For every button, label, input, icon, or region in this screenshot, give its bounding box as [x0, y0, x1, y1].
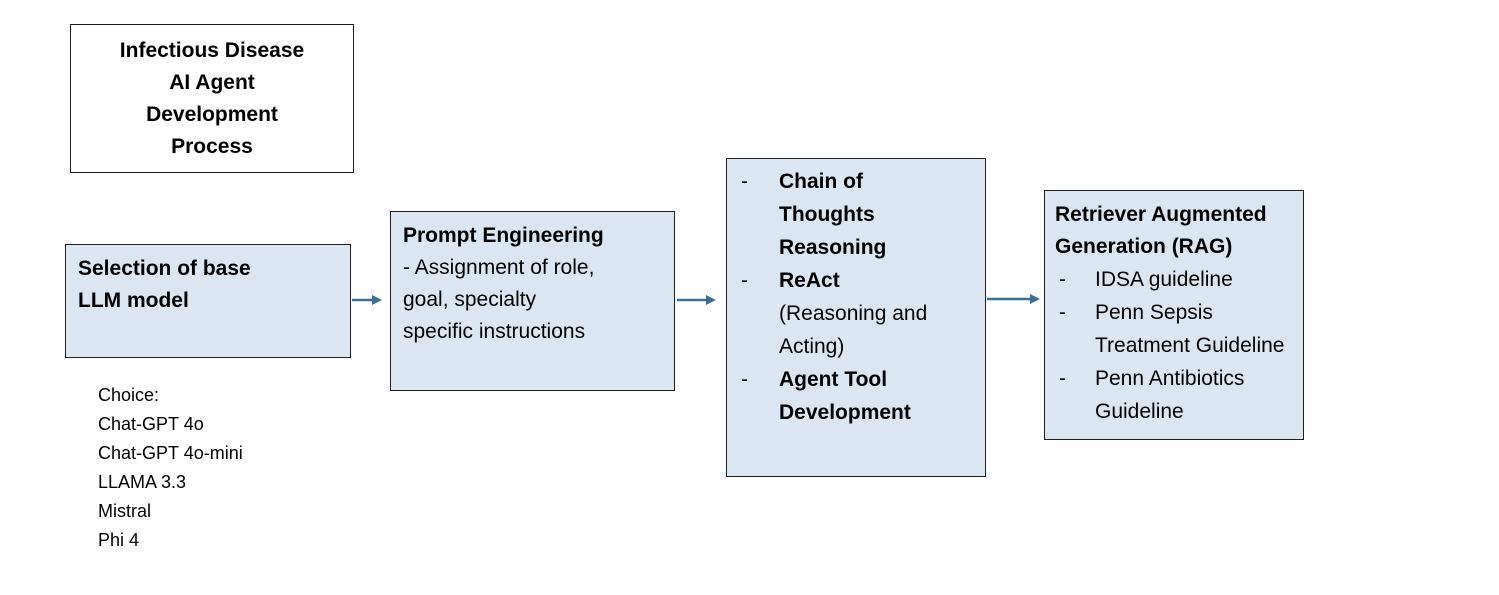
bullet-item-react: - ReAct (Reasoning and Acting): [739, 264, 973, 363]
bullet-text: Development: [779, 401, 911, 424]
bullet-item-penn-sepsis: - Penn Sepsis Treatment Guideline: [1055, 296, 1293, 362]
bullet-text: Guideline: [1095, 400, 1184, 423]
step-reasoning-box: - Chain of Thoughts Reasoning - ReAct (R…: [726, 158, 986, 477]
step-heading: Generation (RAG): [1055, 235, 1233, 258]
bullet-dash: -: [1059, 301, 1066, 324]
bullet-text: Penn Sepsis: [1095, 301, 1213, 324]
title-line: Process: [171, 134, 253, 158]
choice-item: Chat-GPT 4o: [98, 414, 204, 434]
bullet-subtext: (Reasoning and: [779, 302, 928, 325]
bullet-dash: -: [741, 269, 748, 292]
arrow-head: [706, 295, 716, 305]
bullet-text: Reasoning: [779, 236, 887, 259]
step-heading: Retriever Augmented: [1055, 203, 1267, 226]
bullet-item-agent-tool: - Agent Tool Development: [739, 363, 973, 429]
choice-item: LLAMA 3.3: [98, 472, 187, 492]
arrow-head: [1030, 294, 1040, 304]
choice-item: Mistral: [98, 501, 151, 521]
bullet-dash: -: [1059, 268, 1066, 291]
bullet-text: Chain of: [779, 170, 863, 193]
step-heading: LLM model: [78, 289, 189, 312]
step-base-model-box: Selection of base LLM model: [65, 244, 351, 358]
model-choices-list: Choice: Chat-GPT 4o Chat-GPT 4o-mini LLA…: [98, 381, 243, 555]
step-text-line: specific instructions: [403, 320, 586, 343]
bullet-item-chain-of-thoughts: - Chain of Thoughts Reasoning: [739, 165, 973, 264]
arrow-head: [372, 295, 382, 305]
bullet-subtext: Acting): [779, 335, 845, 358]
bullet-dash: -: [1059, 367, 1066, 390]
step-heading: Selection of base: [78, 257, 251, 280]
bullet-dash: -: [741, 368, 748, 391]
bullet-dash: -: [741, 170, 748, 193]
bullet-text: Penn Antibiotics: [1095, 367, 1245, 390]
bullet-text: Thoughts: [779, 203, 875, 226]
bullet-item-penn-antibiotics: - Penn Antibiotics Guideline: [1055, 362, 1293, 428]
bullet-item-idsa: - IDSA guideline: [1055, 263, 1293, 296]
choice-item: Phi 4: [98, 530, 140, 550]
diagram-title-box: Infectious Disease AI Agent Development …: [70, 24, 354, 173]
title-line: Development: [146, 102, 278, 126]
title-line: AI Agent: [169, 70, 255, 94]
bullet-text: Treatment Guideline: [1095, 334, 1285, 357]
step-text-line: goal, specialty: [403, 288, 537, 311]
step-prompt-engineering-box: Prompt Engineering - Assignment of role,…: [390, 211, 675, 391]
bullet-text: ReAct: [779, 269, 840, 292]
bullet-text: Agent Tool: [779, 368, 888, 391]
step-heading: Prompt Engineering: [403, 224, 604, 247]
choice-item: Chat-GPT 4o-mini: [98, 443, 243, 463]
choices-label: Choice:: [98, 385, 160, 405]
step-text-line: - Assignment of role,: [403, 256, 595, 279]
step-rag-box: Retriever Augmented Generation (RAG) - I…: [1044, 190, 1304, 440]
bullet-text: IDSA guideline: [1095, 268, 1233, 291]
title-line: Infectious Disease: [119, 38, 305, 62]
